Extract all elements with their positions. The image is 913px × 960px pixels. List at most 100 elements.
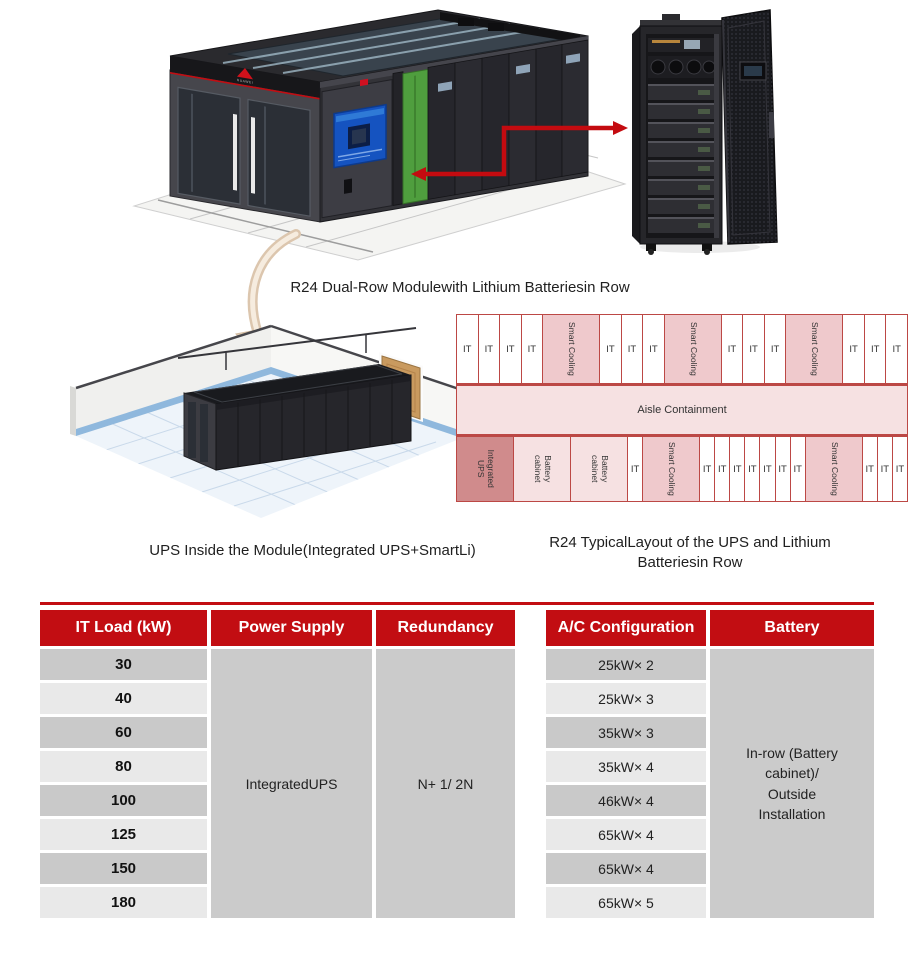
diagram-cell-label: Smart Cooling	[829, 442, 840, 496]
diagram-cell-label: IT	[865, 463, 874, 475]
diagram-cell-smart-cooling: Smart Cooling	[805, 437, 862, 501]
diagram-cell-label: IT	[763, 463, 772, 475]
layout-top-row: IT IT IT IT Smart Cooling IT IT IT Smart Cooling…	[456, 314, 908, 384]
ups-caption: UPS Inside the Module(Integrated UPS+Sma…	[149, 542, 476, 559]
monitoring-screen	[333, 103, 387, 169]
diagram-cell-it: IT	[745, 437, 760, 501]
diagram-cell-label: IT	[748, 463, 757, 475]
baseboard	[76, 367, 271, 436]
roof-busway	[440, 12, 580, 43]
header-it-load: IT Load (kW)	[40, 610, 207, 646]
diagram-cell-it: IT	[457, 315, 478, 383]
diagram-cell-label: IT	[892, 343, 901, 355]
diagram-cell-label: IT	[506, 343, 515, 355]
header-power-supply: Power Supply	[211, 610, 372, 646]
diagram-cell-label: IT	[606, 343, 615, 355]
diagram-cell-smart-cooling: Smart Cooling	[786, 315, 843, 383]
diagram-cell-smart-cooling: Smart Cooling	[664, 315, 721, 383]
status-light	[360, 78, 368, 87]
rack-row	[392, 39, 589, 206]
cabinet-feet	[646, 244, 712, 255]
it-load-cell: 180	[40, 887, 207, 918]
ac-config-cell: 35kW× 3	[546, 717, 706, 748]
rack-display	[516, 63, 530, 75]
layout-caption-line2: Batteriesin Row	[637, 554, 743, 571]
rack-display	[438, 81, 452, 92]
diagram-cell-it: IT	[743, 315, 764, 383]
it-load-cell: 40	[40, 683, 207, 714]
door-handle	[233, 113, 237, 191]
diagram-cell-label: IT	[749, 343, 758, 355]
it-load-cell: 60	[40, 717, 207, 748]
diagram-cell-label: Integrated UPS	[476, 449, 496, 489]
header-ac-configuration: A/C Configuration	[546, 610, 706, 646]
diagram-cell-it: IT	[764, 315, 786, 383]
diagram-cell-label: Battery cabinet	[533, 455, 553, 483]
door-handle	[251, 117, 255, 194]
it-load-cell: 80	[40, 751, 207, 782]
diagram-cell-label: IT	[895, 463, 905, 475]
battery-cell: In-row (Battery cabinet)/ Outside Instal…	[710, 649, 874, 918]
diagram-cell-label: IT	[527, 343, 537, 355]
power-module-shelf	[648, 38, 716, 78]
diagram-cell-it: IT	[862, 437, 877, 501]
diagram-cell-label: Smart Cooling	[688, 322, 699, 376]
module-caption: R24 Dual-Row Modulewith Lithium Batterie…	[290, 279, 630, 296]
diagram-cell-label: IT	[702, 463, 712, 475]
huawei-logo: HUAWEI	[237, 67, 253, 85]
diagram-cell-it: IT	[760, 437, 775, 501]
diagram-cell-it: IT	[843, 315, 864, 383]
power-supply-cell: IntegratedUPS	[211, 649, 372, 918]
diagram-cell-label: IT	[630, 463, 640, 475]
diagram-cell-label: IT	[717, 463, 727, 475]
diagram-cell-label: IT	[770, 343, 780, 355]
red-connector-arrow	[411, 121, 628, 181]
diagram-cell-smart-cooling: Smart Cooling	[643, 437, 700, 501]
diagram-cell-it: IT	[790, 437, 805, 501]
diagram-cell-it: IT	[628, 437, 643, 501]
room-left-wall	[70, 324, 272, 436]
diagram-cell-it: IT	[775, 437, 790, 501]
table-top-rule	[40, 602, 874, 605]
rack-display	[566, 53, 580, 64]
overhead-rail	[177, 327, 417, 370]
header-battery: Battery	[710, 610, 874, 646]
module-side	[319, 35, 589, 223]
diagram-cell-it: IT	[892, 437, 907, 501]
module-roof	[169, 9, 589, 83]
diagram-cell-battery-cabinet: Battery cabinet	[571, 437, 627, 501]
ac-config-cell: 35kW× 4	[546, 751, 706, 782]
diagram-cell-it: IT	[600, 315, 621, 383]
spec-table: IT Load (kW) Power Supply Redundancy A/C…	[40, 610, 874, 918]
it-load-cell: 100	[40, 785, 207, 816]
layout-caption: R24 TypicalLayout of the UPS and Lithium…	[495, 533, 885, 573]
module-3d-art: HUAWEI	[132, 9, 628, 261]
door-lock	[769, 112, 774, 138]
diagram-cell-label: Smart Cooling	[567, 322, 578, 376]
diagram-cell-it: IT	[700, 437, 715, 501]
diagram-cell-it: IT	[521, 315, 543, 383]
ac-config-cell: 65kW× 4	[546, 819, 706, 850]
diagram-cell-label: IT	[463, 343, 472, 355]
room-module	[183, 364, 412, 471]
diagram-cell-label: IT	[793, 463, 802, 475]
it-load-cell: 30	[40, 649, 207, 680]
svg-text:HUAWEI: HUAWEI	[237, 78, 253, 85]
diagram-cell-label: Smart Cooling	[810, 322, 821, 376]
diagram-cell-it: IT	[478, 315, 500, 383]
glass-doors	[177, 86, 311, 217]
diagram-cell-it: IT	[500, 315, 521, 383]
layout-bottom-row: Integrated UPS Battery cabinet Battery cab…	[456, 436, 908, 502]
diagram-cell-it: IT	[721, 315, 743, 383]
battery-cabinet-art	[632, 9, 778, 255]
it-load-cell: 150	[40, 853, 207, 884]
diagram-cell-label: IT	[880, 463, 890, 475]
spec-table-grid: IT Load (kW) Power Supply Redundancy A/C…	[40, 610, 874, 918]
diagram-cell-label: Smart Cooling	[666, 442, 677, 496]
diagram-cell-label: IT	[849, 343, 858, 355]
room-3d-figure	[66, 318, 468, 524]
red-accent-line	[170, 72, 320, 100]
module-front: HUAWEI	[169, 56, 321, 223]
